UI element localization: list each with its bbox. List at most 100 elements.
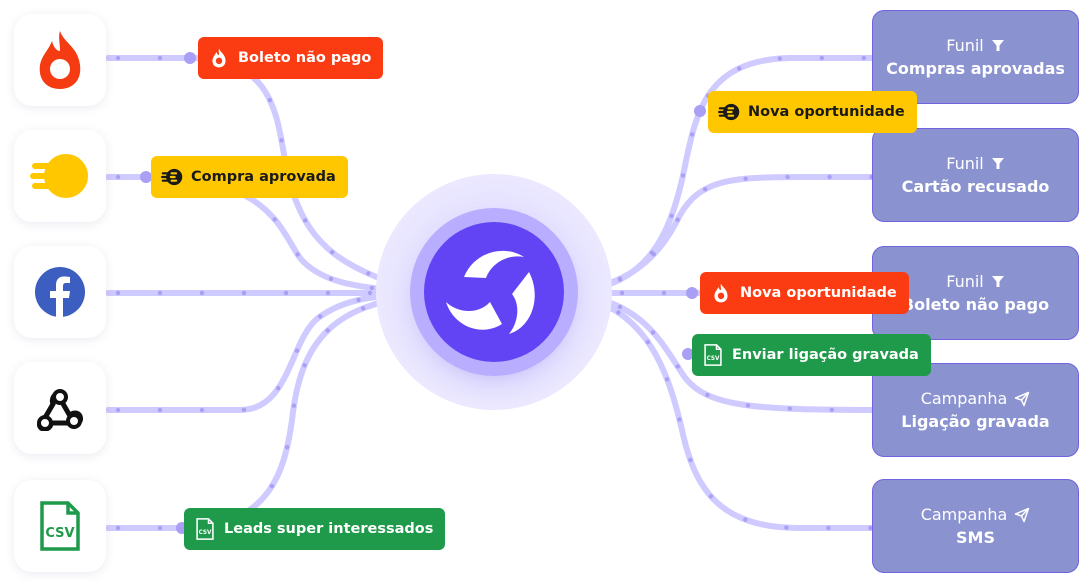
filter-icon: [991, 157, 1004, 169]
tag-leads-super-interessados[interactable]: CSV Leads super interessados: [184, 508, 446, 550]
destination-campanha-sms[interactable]: Campanha SMS: [872, 479, 1079, 573]
flow-line-dest-5: [567, 292, 875, 531]
tag-label: Nova oportunidade: [740, 285, 897, 301]
flow-dot: [157, 525, 163, 531]
flow-dot: [664, 377, 670, 382]
hub-logo: [424, 222, 564, 362]
flow-dot: [360, 306, 366, 311]
source-csv[interactable]: CSV: [14, 480, 106, 572]
flow-dot: [295, 252, 300, 257]
flow-dot: [745, 403, 751, 408]
tag-boleto-nao-pago[interactable]: Boleto não pago: [198, 37, 384, 79]
flow-dot: [619, 290, 625, 296]
flow-dot: [199, 290, 205, 296]
tag-label: Compra aprovada: [191, 169, 336, 185]
flow-dot: [829, 407, 834, 412]
flow-dot: [269, 483, 275, 489]
destination-name: Ligação gravada: [901, 412, 1050, 431]
flow-dot: [861, 55, 866, 61]
flow-dot: [157, 407, 163, 413]
filter-icon: [991, 275, 1004, 287]
tag-label: Enviar ligação gravada: [732, 347, 919, 363]
destination-funil-cartao-recusado[interactable]: Funil Cartão recusado: [872, 128, 1079, 222]
flame-icon: [710, 282, 732, 304]
flow-dot: [115, 525, 121, 531]
flow-dot: [115, 55, 121, 61]
eduzz-icon: [161, 166, 183, 188]
flow-dot: [645, 339, 651, 345]
flow-dot: [302, 363, 307, 368]
flow-dot: [743, 176, 748, 181]
flow-dot: [284, 445, 290, 450]
filter-icon: [991, 39, 1004, 51]
send-icon: [1015, 507, 1030, 522]
destination-funil-compras-aprovadas[interactable]: Funil Compras aprovadas: [872, 10, 1079, 104]
connector-knob: [140, 171, 152, 183]
flame-icon: [208, 47, 230, 69]
flow-dot: [617, 304, 623, 310]
flow-dot: [241, 407, 247, 412]
csv-icon-label: CSV: [707, 356, 720, 362]
flow-dot: [356, 297, 361, 303]
flow-dot: [115, 407, 121, 413]
flow-dot: [689, 132, 695, 137]
connector-knob: [184, 52, 196, 64]
logo-icon: [446, 250, 535, 334]
flow-dot: [241, 290, 247, 296]
flow-dot: [669, 213, 674, 218]
flow-dot: [157, 290, 163, 296]
flow-dot: [115, 290, 121, 296]
csv-file-icon: CSV: [194, 518, 216, 540]
destination-name: SMS: [956, 528, 995, 547]
facebook-icon: [35, 267, 85, 318]
flow-dot: [294, 348, 300, 353]
flow-dot: [283, 290, 289, 296]
flow-dot: [650, 330, 656, 335]
csv-file-icon: CSV: [702, 344, 724, 366]
flow-line-dest-2: [567, 174, 875, 295]
connector-knob: [682, 348, 694, 360]
tag-label: Nova oportunidade: [748, 104, 905, 120]
flow-dot: [708, 494, 714, 499]
flow-dot: [661, 290, 667, 296]
flow-dot: [115, 174, 121, 180]
flow-dot: [737, 66, 742, 71]
destination-name: Cartão recusado: [901, 177, 1050, 196]
flow-dot: [303, 218, 308, 223]
flow-dot: [325, 290, 331, 296]
tag-enviar-ligacao-gravada[interactable]: CSV Enviar ligação gravada: [692, 334, 931, 376]
destination-kind: Funil: [946, 154, 984, 173]
flow-dot: [787, 406, 792, 411]
flow-dot: [157, 55, 163, 61]
destination-kind: Funil: [946, 36, 984, 55]
source-eduzz[interactable]: [14, 130, 106, 222]
destination-name: Compras aprovadas: [886, 59, 1065, 78]
tag-label: Boleto não pago: [238, 50, 372, 66]
source-facebook[interactable]: [14, 246, 106, 338]
flow-dot: [276, 386, 281, 391]
tag-nova-oportunidade-hotmart[interactable]: Nova oportunidade: [700, 272, 909, 314]
flow-dot: [868, 525, 873, 531]
destination-campanha-ligacao-gravada[interactable]: Campanha Ligação gravada: [872, 363, 1079, 457]
flow-dot: [784, 525, 789, 530]
eduzz-icon: [718, 101, 740, 123]
flow-dot: [318, 314, 323, 319]
send-icon: [1015, 391, 1030, 406]
source-hotmart[interactable]: [14, 14, 106, 106]
csv-file-icon: CSV: [40, 501, 80, 551]
tag-label: Leads super interessados: [224, 521, 434, 537]
flow-line-webhook: [105, 291, 421, 413]
flow-dot: [703, 187, 708, 192]
tag-nova-oportunidade-eduzz[interactable]: Nova oportunidade: [708, 91, 917, 133]
flow-dot: [680, 173, 686, 178]
eduzz-icon: [30, 154, 88, 198]
flow-dot: [743, 517, 748, 522]
tag-compra-aprovada[interactable]: Compra aprovada: [151, 156, 348, 198]
flow-dot: [367, 290, 373, 296]
flow-dot: [617, 276, 623, 281]
flow-dot: [291, 403, 297, 408]
source-webhook[interactable]: [14, 362, 106, 454]
flow-dot: [199, 407, 205, 413]
flow-dot: [325, 328, 330, 333]
destination-name: Boleto não pago: [901, 295, 1050, 314]
